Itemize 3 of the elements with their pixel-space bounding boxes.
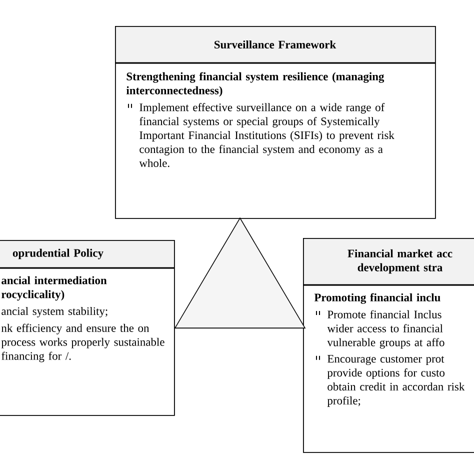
policy-panel: Surveillance Framework Strengthening financial system resilience (managing interconnectedness) Implement effective surveillance on a wide range of financial systems or special groups of Systemically Important Financial Institutions (SIFIs) to prevent risk contagion to the financial system and economy as a whole. [115,26,436,219]
policy-panel: oprudential Policy ancial intermediation rocyclicality) ancial system stability; nk efficiency and ensure the on process works properly sustainable financing for /. [0,240,175,416]
policy-panel: Financial market acc development stra Promoting financial inclu Promote financial Inclus wider access to financial vulnerable groups at affo Encourage customer prot provide options for custo obtain credit in accordan risk profile; [303,238,474,453]
